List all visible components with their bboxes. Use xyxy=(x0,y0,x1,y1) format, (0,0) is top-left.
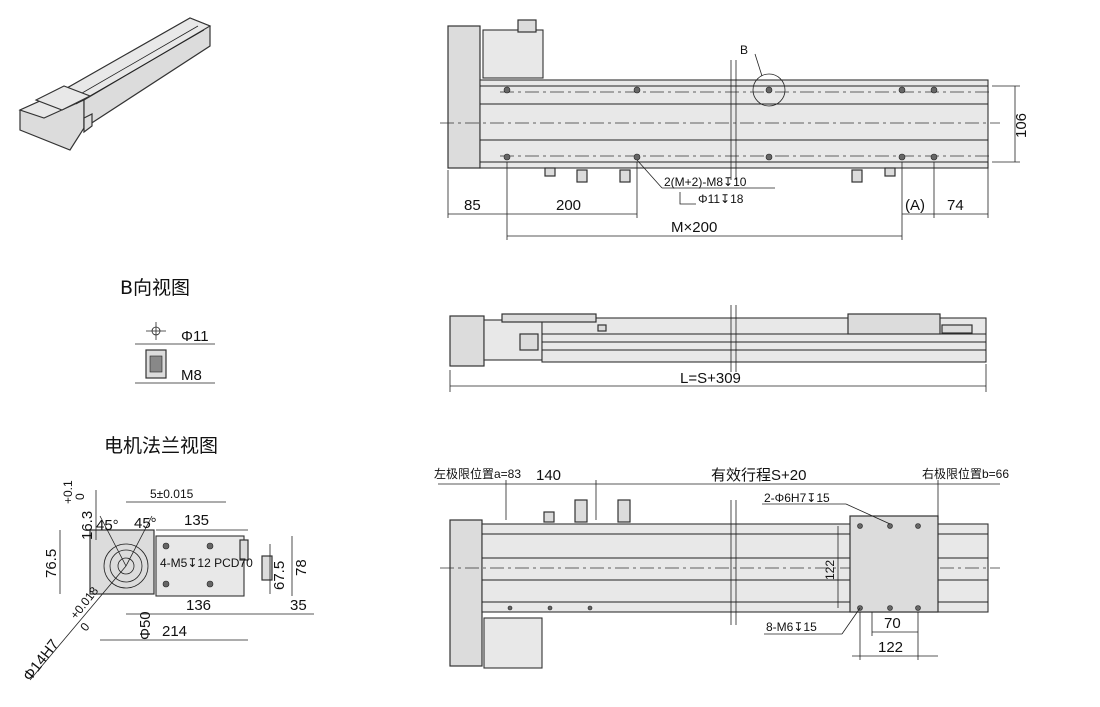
side-view: L=S+309 xyxy=(449,305,987,392)
pin-holes: 2-Φ6H7↧15 xyxy=(764,491,830,505)
angle-2: 45° xyxy=(134,515,157,532)
hole-callout-2: Φ11↧18 xyxy=(698,192,744,206)
b-dia: Φ11 xyxy=(181,328,209,345)
b-detail-view: B向视图 Φ11 M8 xyxy=(120,277,215,384)
bore-label: Φ14H7 xyxy=(20,636,63,684)
dim-135: 135 xyxy=(184,512,209,529)
top-view: B 106 85 200 (A) 74 M×200 2(M+2)-M8↧10 xyxy=(440,19,1030,240)
dim-70: 70 xyxy=(884,615,901,632)
tap-holes: 8-M6↧15 xyxy=(766,620,817,634)
dim-214: 214 xyxy=(162,623,187,640)
motor-flange-caption: 电机法兰视图 xyxy=(104,435,218,457)
dim-76-5: 76.5 xyxy=(43,549,60,578)
dim-122h: 122 xyxy=(878,639,903,656)
stroke-label: 有效行程S+20 xyxy=(711,467,806,484)
tol-16-3-dn: 0 xyxy=(73,493,87,500)
detail-b-label: B xyxy=(740,43,748,57)
dim-136: 136 xyxy=(186,597,211,614)
angle-1: 45° xyxy=(96,517,119,534)
dim-85: 85 xyxy=(464,197,481,214)
dim-74: 74 xyxy=(947,197,964,214)
flange-tol: 5±0.015 xyxy=(150,487,194,501)
isometric-view xyxy=(18,17,212,151)
dim-length: L=S+309 xyxy=(680,370,741,387)
bore-tol-up: +0.018 xyxy=(67,584,101,622)
bore-tol-dn: 0 xyxy=(77,620,92,634)
dim-140: 140 xyxy=(536,467,561,484)
motor-flange-view: 电机法兰视图 5±0.015 16.3 +0.1 0 45° 45° 135 7… xyxy=(20,435,314,684)
dim-200: 200 xyxy=(556,197,581,214)
pcd-label: 4-M5↧12 PCD70 xyxy=(160,556,253,570)
dim-122v: 122 xyxy=(823,560,837,580)
b-view-caption: B向视图 xyxy=(120,277,190,299)
dim-35: 35 xyxy=(290,597,307,614)
left-limit: 左极限位置a=83 xyxy=(434,466,521,481)
dim-67-5: 67.5 xyxy=(271,561,288,590)
bottom-view: 左极限位置a=83 140 有效行程S+20 右极限位置b=66 2-Φ6H7↧… xyxy=(434,466,1009,669)
dim-a: (A) xyxy=(905,197,925,214)
hole-callout-1: 2(M+2)-M8↧10 xyxy=(664,175,747,189)
right-limit: 右极限位置b=66 xyxy=(922,466,1009,481)
b-thread: M8 xyxy=(181,367,202,384)
tol-16-3-up: +0.1 xyxy=(61,480,75,504)
dim-phi50: Φ50 xyxy=(137,611,154,640)
dim-78: 78 xyxy=(293,559,310,576)
dim-106: 106 xyxy=(1013,113,1030,138)
dim-16-3: 16.3 xyxy=(79,511,96,540)
dim-m200: M×200 xyxy=(671,219,717,236)
